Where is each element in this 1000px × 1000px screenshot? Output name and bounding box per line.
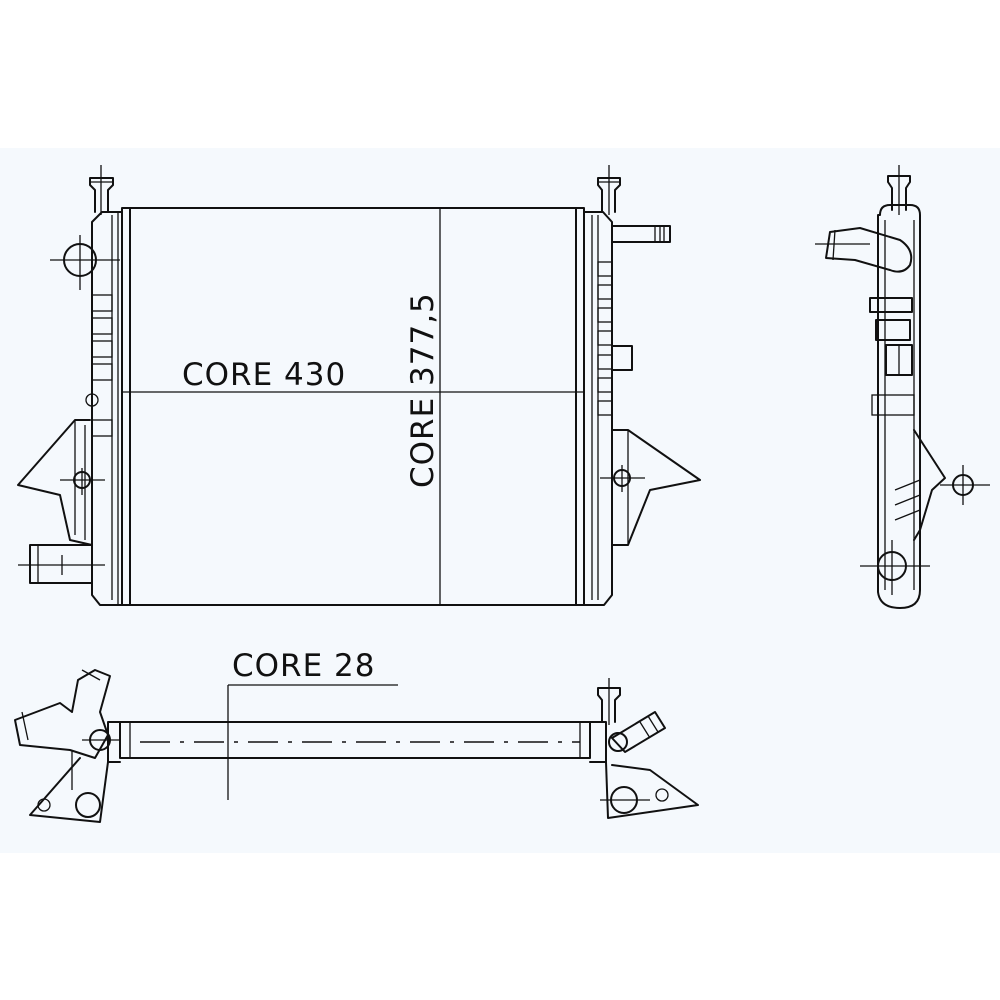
drawing-sheet: [0, 148, 1000, 853]
radiator-core: [121, 207, 585, 606]
side-inlet-hose: [815, 227, 913, 273]
left-port: [50, 235, 120, 290]
right-inlet-pipe: [611, 225, 671, 243]
top-view: CORE 28: [14, 648, 699, 823]
side-bracket: [894, 429, 990, 541]
side-tank: [877, 204, 921, 609]
core-height-label: CORE 377,5: [405, 292, 441, 488]
top-core: [119, 721, 591, 759]
left-bracket: [17, 393, 105, 546]
top-left-tank: [14, 669, 121, 823]
side-bottom-port: [860, 540, 930, 595]
top-right-tank: [589, 678, 699, 819]
top-left-hose: [14, 669, 111, 759]
core-depth-label: CORE 28: [232, 648, 375, 684]
right-top-bolt: [597, 165, 621, 215]
right-tank: [583, 211, 613, 606]
right-clip: [611, 345, 633, 371]
left-tank: [91, 211, 123, 606]
left-top-bolt: [89, 165, 114, 215]
core-width-label: CORE 430: [182, 357, 346, 393]
right-bracket: [600, 429, 701, 546]
side-fitting-1: [869, 297, 913, 313]
left-outlet-pipe: [18, 544, 105, 584]
side-view: [815, 165, 990, 609]
front-view: CORE 430 CORE 377,5: [17, 165, 701, 606]
top-right-hose: [611, 711, 666, 753]
